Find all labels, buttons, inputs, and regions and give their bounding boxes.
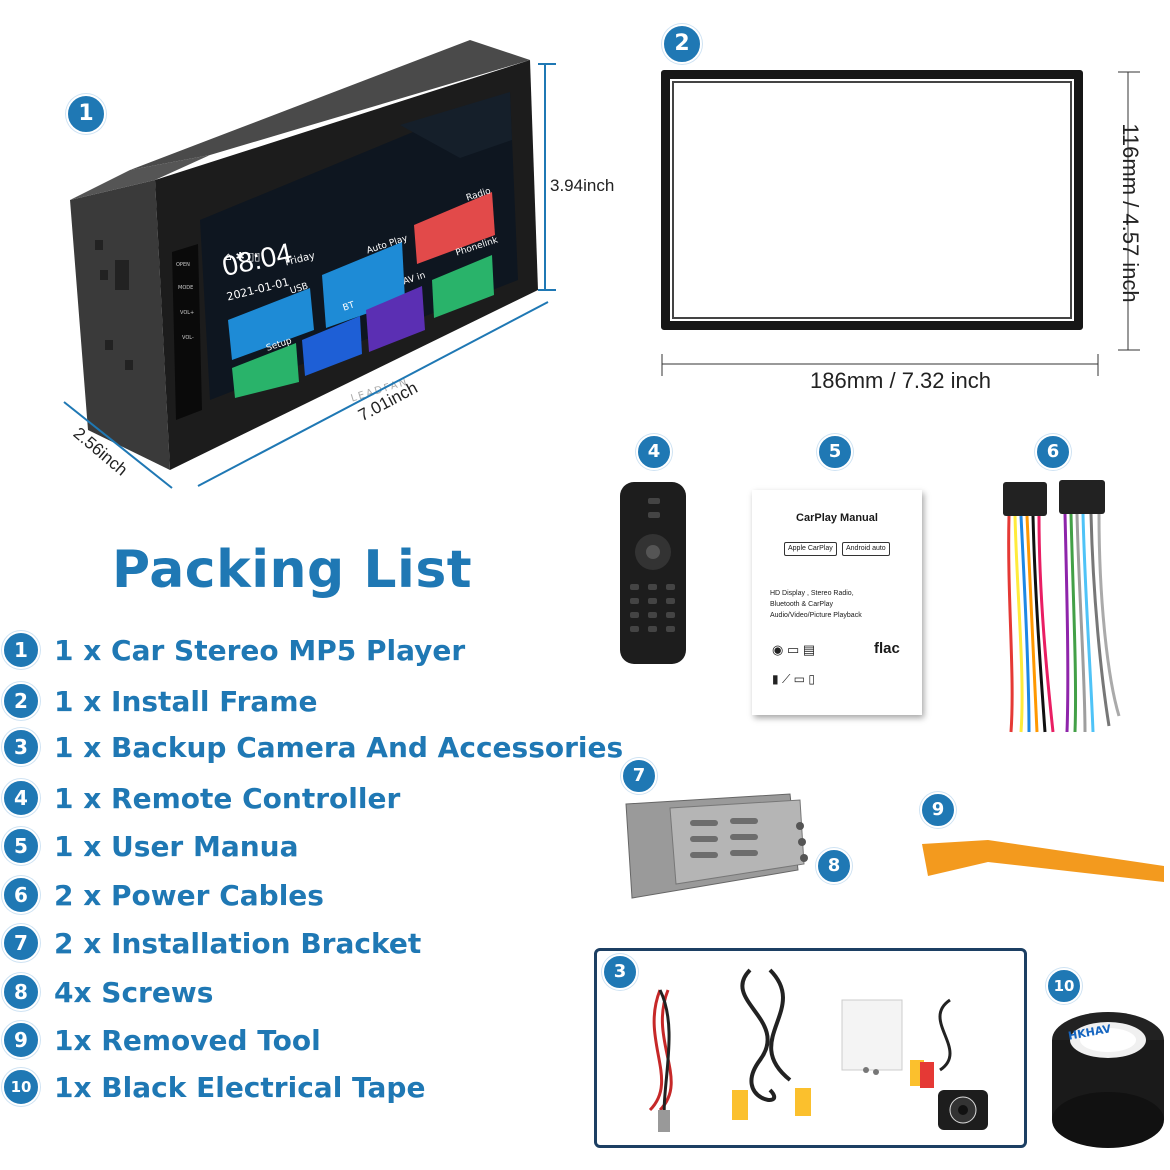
stereo-dimension-lines [63,63,556,489]
list-item-text: 1x Removed Tool [54,1023,321,1057]
list-item-number: 1 [2,631,40,669]
list-item: 4 1 x Remote Controller [0,778,400,818]
camera-accessories [648,968,988,1132]
list-item-text: 1 x User Manua [54,829,299,863]
side-btn-mode: MODE [178,285,194,291]
list-item-number: 9 [2,1021,40,1059]
list-item-number: 4 [2,779,40,817]
list-item-text: 2 x Installation Bracket [54,926,422,960]
badge-8: 8 [816,848,852,884]
status-icons: ⌂ ✱ ▯▯ [225,250,260,263]
removal-tool [922,840,1164,882]
manual-icons-row: ◉ ▭ ▤ [772,642,816,657]
list-item-number: 6 [2,876,40,914]
list-item-number: 8 [2,973,40,1011]
manual-flac: flac [874,640,900,657]
backup-camera-box [594,948,1027,1148]
frame-height-label: 116mm / 4.57 inch [1118,123,1143,303]
list-item-text: 1 x Install Frame [54,684,318,718]
user-manual: CarPlay Manual Apple CarPlay Android aut… [752,490,922,715]
list-item: 10 1x Black Electrical Tape [0,1067,425,1107]
list-item-number: 10 [2,1068,40,1106]
badge-9: 9 [920,792,956,828]
badge-2: 2 [662,24,702,64]
list-item: 3 1 x Backup Camera And Accessories [0,727,623,767]
car-stereo-illustration: ⌂ ✱ ▯▯ [70,40,538,470]
badge-5: 5 [817,434,853,470]
side-btn-open: OPEN [176,262,190,268]
frame-width-label: 186mm / 7.32 inch [810,368,991,393]
list-item-text: 1 x Car Stereo MP5 Player [54,633,466,667]
manual-description: HD Display , Stereo Radio, Bluetooth & C… [770,590,862,619]
badge-7: 7 [621,758,657,794]
power-cables [1003,480,1121,733]
list-item: 8 4x Screws [0,972,213,1012]
badge-6: 6 [1035,434,1071,470]
packing-list-title: Packing List [112,540,473,600]
list-item: 5 1 x User Manua [0,826,299,866]
manual-android-badge: Android auto [842,542,890,556]
frame-dimension-lines [661,71,1140,376]
list-item: 2 1 x Install Frame [0,681,317,721]
list-item: 1 1 x Car Stereo MP5 Player [0,630,465,670]
side-btn-volup: VOL+ [180,310,195,316]
electrical-tape [1052,1012,1164,1148]
install-frame [661,70,1083,330]
list-item-text: 1 x Remote Controller [54,781,401,815]
list-item-number: 5 [2,827,40,865]
manual-title: CarPlay Manual [796,512,878,524]
list-item-text: 1x Black Electrical Tape [54,1070,426,1104]
manual-icons-row-2: ▮ ⟋ ▭ ▯ [772,672,815,686]
list-item-text: 2 x Power Cables [54,878,324,912]
list-item-text: 1 x Backup Camera And Accessories [54,730,624,764]
badge-4: 4 [636,434,672,470]
remote-controller [620,482,686,664]
list-item: 9 1x Removed Tool [0,1020,321,1060]
list-item-number: 7 [2,924,40,962]
manual-apple-badge: Apple CarPlay [784,542,837,556]
stereo-height-label: 3.94inch [550,176,615,195]
badge-10: 10 [1046,968,1082,1004]
list-item-number: 2 [2,682,40,720]
list-item-number: 3 [2,728,40,766]
list-item: 7 2 x Installation Bracket [0,923,421,963]
install-frame-inner-edge [672,81,1072,319]
badge-3: 3 [602,954,638,990]
installation-brackets [625,793,808,899]
badge-1: 1 [66,94,106,134]
list-item-text: 4x Screws [54,975,214,1009]
side-btn-voldown: VOL- [182,335,194,341]
list-item: 6 2 x Power Cables [0,875,324,915]
